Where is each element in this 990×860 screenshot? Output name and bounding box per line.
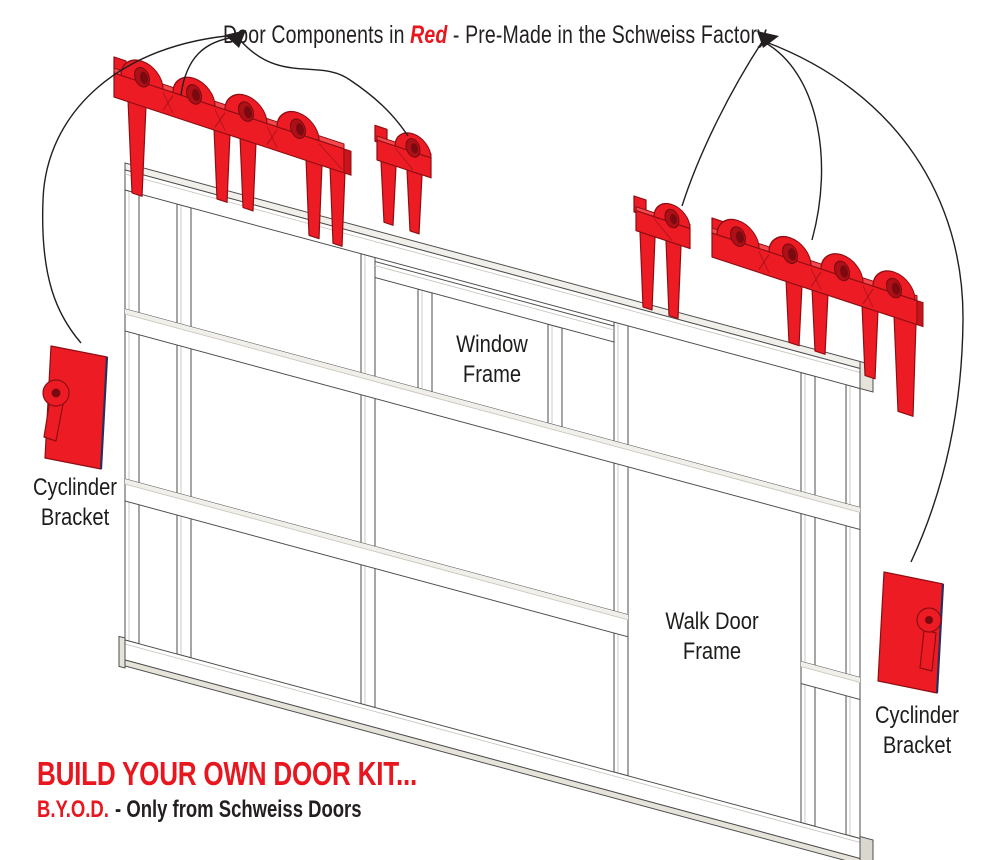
- hinge-rail-right-icon: [711, 217, 924, 417]
- byod-abbr: B.Y.O.D.: [37, 796, 109, 823]
- walk-door-frame-label: Walk Door Frame: [665, 608, 759, 665]
- arrowhead-left-icon: [225, 30, 246, 48]
- hinge-rail-left-icon: [113, 56, 352, 247]
- frame-rails: [124, 260, 861, 700]
- cylinder-bracket-right-icon: [877, 571, 945, 694]
- cylinder-bracket-right-label: Cyclinder Bracket: [874, 702, 960, 759]
- byod-subline: B.Y.O.D.- Only from Schweiss Doors: [37, 796, 407, 824]
- arrowhead-right-icon: [757, 31, 779, 48]
- header-highlight-red: Red: [410, 21, 448, 49]
- frame-posts: [124, 189, 861, 839]
- leader-lines: [41, 30, 964, 563]
- byod-headline: BUILD YOUR OWN DOOR KIT...: [37, 755, 418, 792]
- hinge-single-left-icon: [374, 124, 432, 235]
- frame-bottom-rail: [118, 635, 874, 860]
- cylinder-bracket-left-label: Cyclinder Bracket: [32, 474, 118, 531]
- header-text-after: - Pre-Made in the Schweiss Factory: [452, 21, 768, 49]
- header-text-before: Door Components in: [222, 21, 405, 49]
- hinge-single-right-icon: [633, 195, 691, 320]
- byod-tagline: - Only from Schweiss Doors: [115, 796, 362, 823]
- window-frame-label: Window Frame: [456, 331, 528, 388]
- cylinder-bracket-left-icon: [42, 345, 109, 470]
- footer-caption: BUILD YOUR OWN DOOR KIT... B.Y.O.D.- Onl…: [37, 757, 518, 824]
